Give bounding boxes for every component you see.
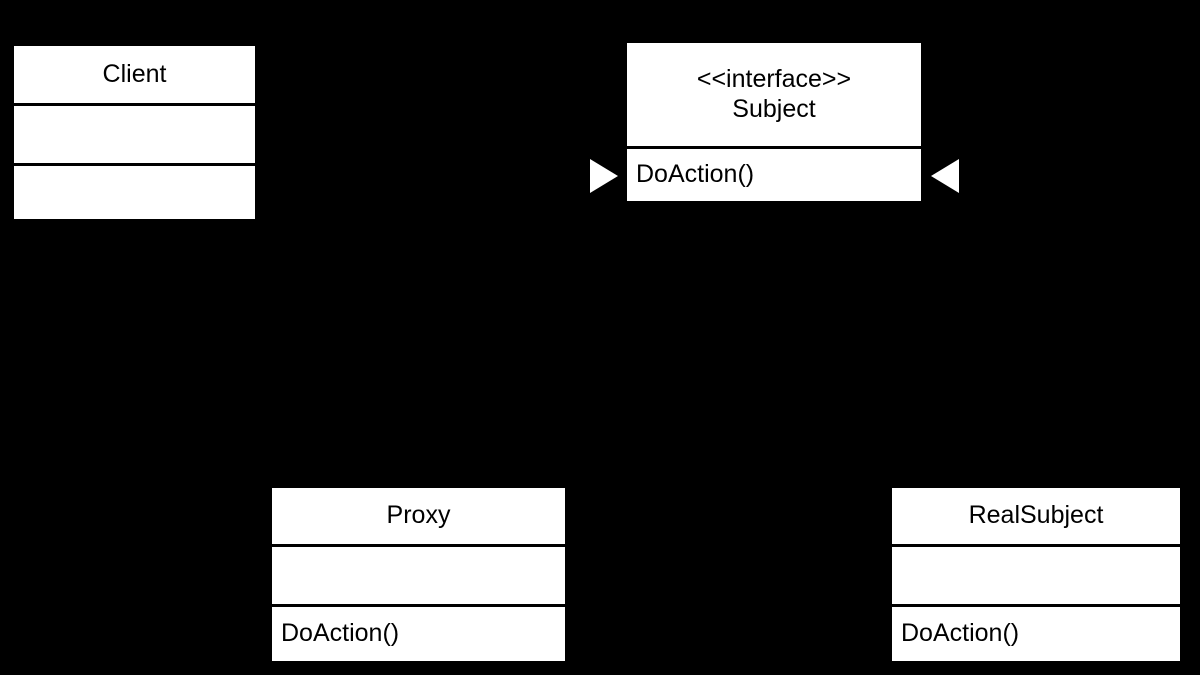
class-name-proxy: Proxy [386, 501, 451, 530]
class-attributes-proxy [272, 544, 565, 604]
class-operations-realsubject: DoAction() [892, 604, 1180, 661]
operation-doaction-subject: DoAction() [636, 160, 755, 189]
realization-arrowhead-proxy-to-subject [590, 159, 618, 193]
class-header-proxy: Proxy [272, 488, 565, 544]
uml-class-subject[interactable]: <<interface>> Subject DoAction() [625, 41, 923, 203]
uml-class-client[interactable]: Client [12, 44, 257, 221]
class-header-client: Client [14, 46, 255, 103]
class-operations-subject: DoAction() [627, 146, 921, 201]
realization-arrowhead-realsubject-to-subject [931, 159, 959, 193]
operation-doaction-realsubject: DoAction() [901, 619, 1020, 648]
class-name-realsubject: RealSubject [968, 501, 1104, 530]
uml-class-proxy[interactable]: Proxy DoAction() [270, 486, 567, 663]
class-operations-proxy: DoAction() [272, 604, 565, 661]
class-name-client: Client [102, 59, 167, 88]
class-header-realsubject: RealSubject [892, 488, 1180, 544]
class-stereotype-subject: <<interface>> [696, 65, 852, 93]
class-header-subject: <<interface>> Subject [627, 43, 921, 146]
class-operations-client [14, 163, 255, 219]
class-attributes-client [14, 103, 255, 163]
class-attributes-realsubject [892, 544, 1180, 604]
uml-class-realsubject[interactable]: RealSubject DoAction() [890, 486, 1182, 663]
class-name-subject: Subject [732, 94, 816, 123]
operation-doaction-proxy: DoAction() [281, 619, 400, 648]
